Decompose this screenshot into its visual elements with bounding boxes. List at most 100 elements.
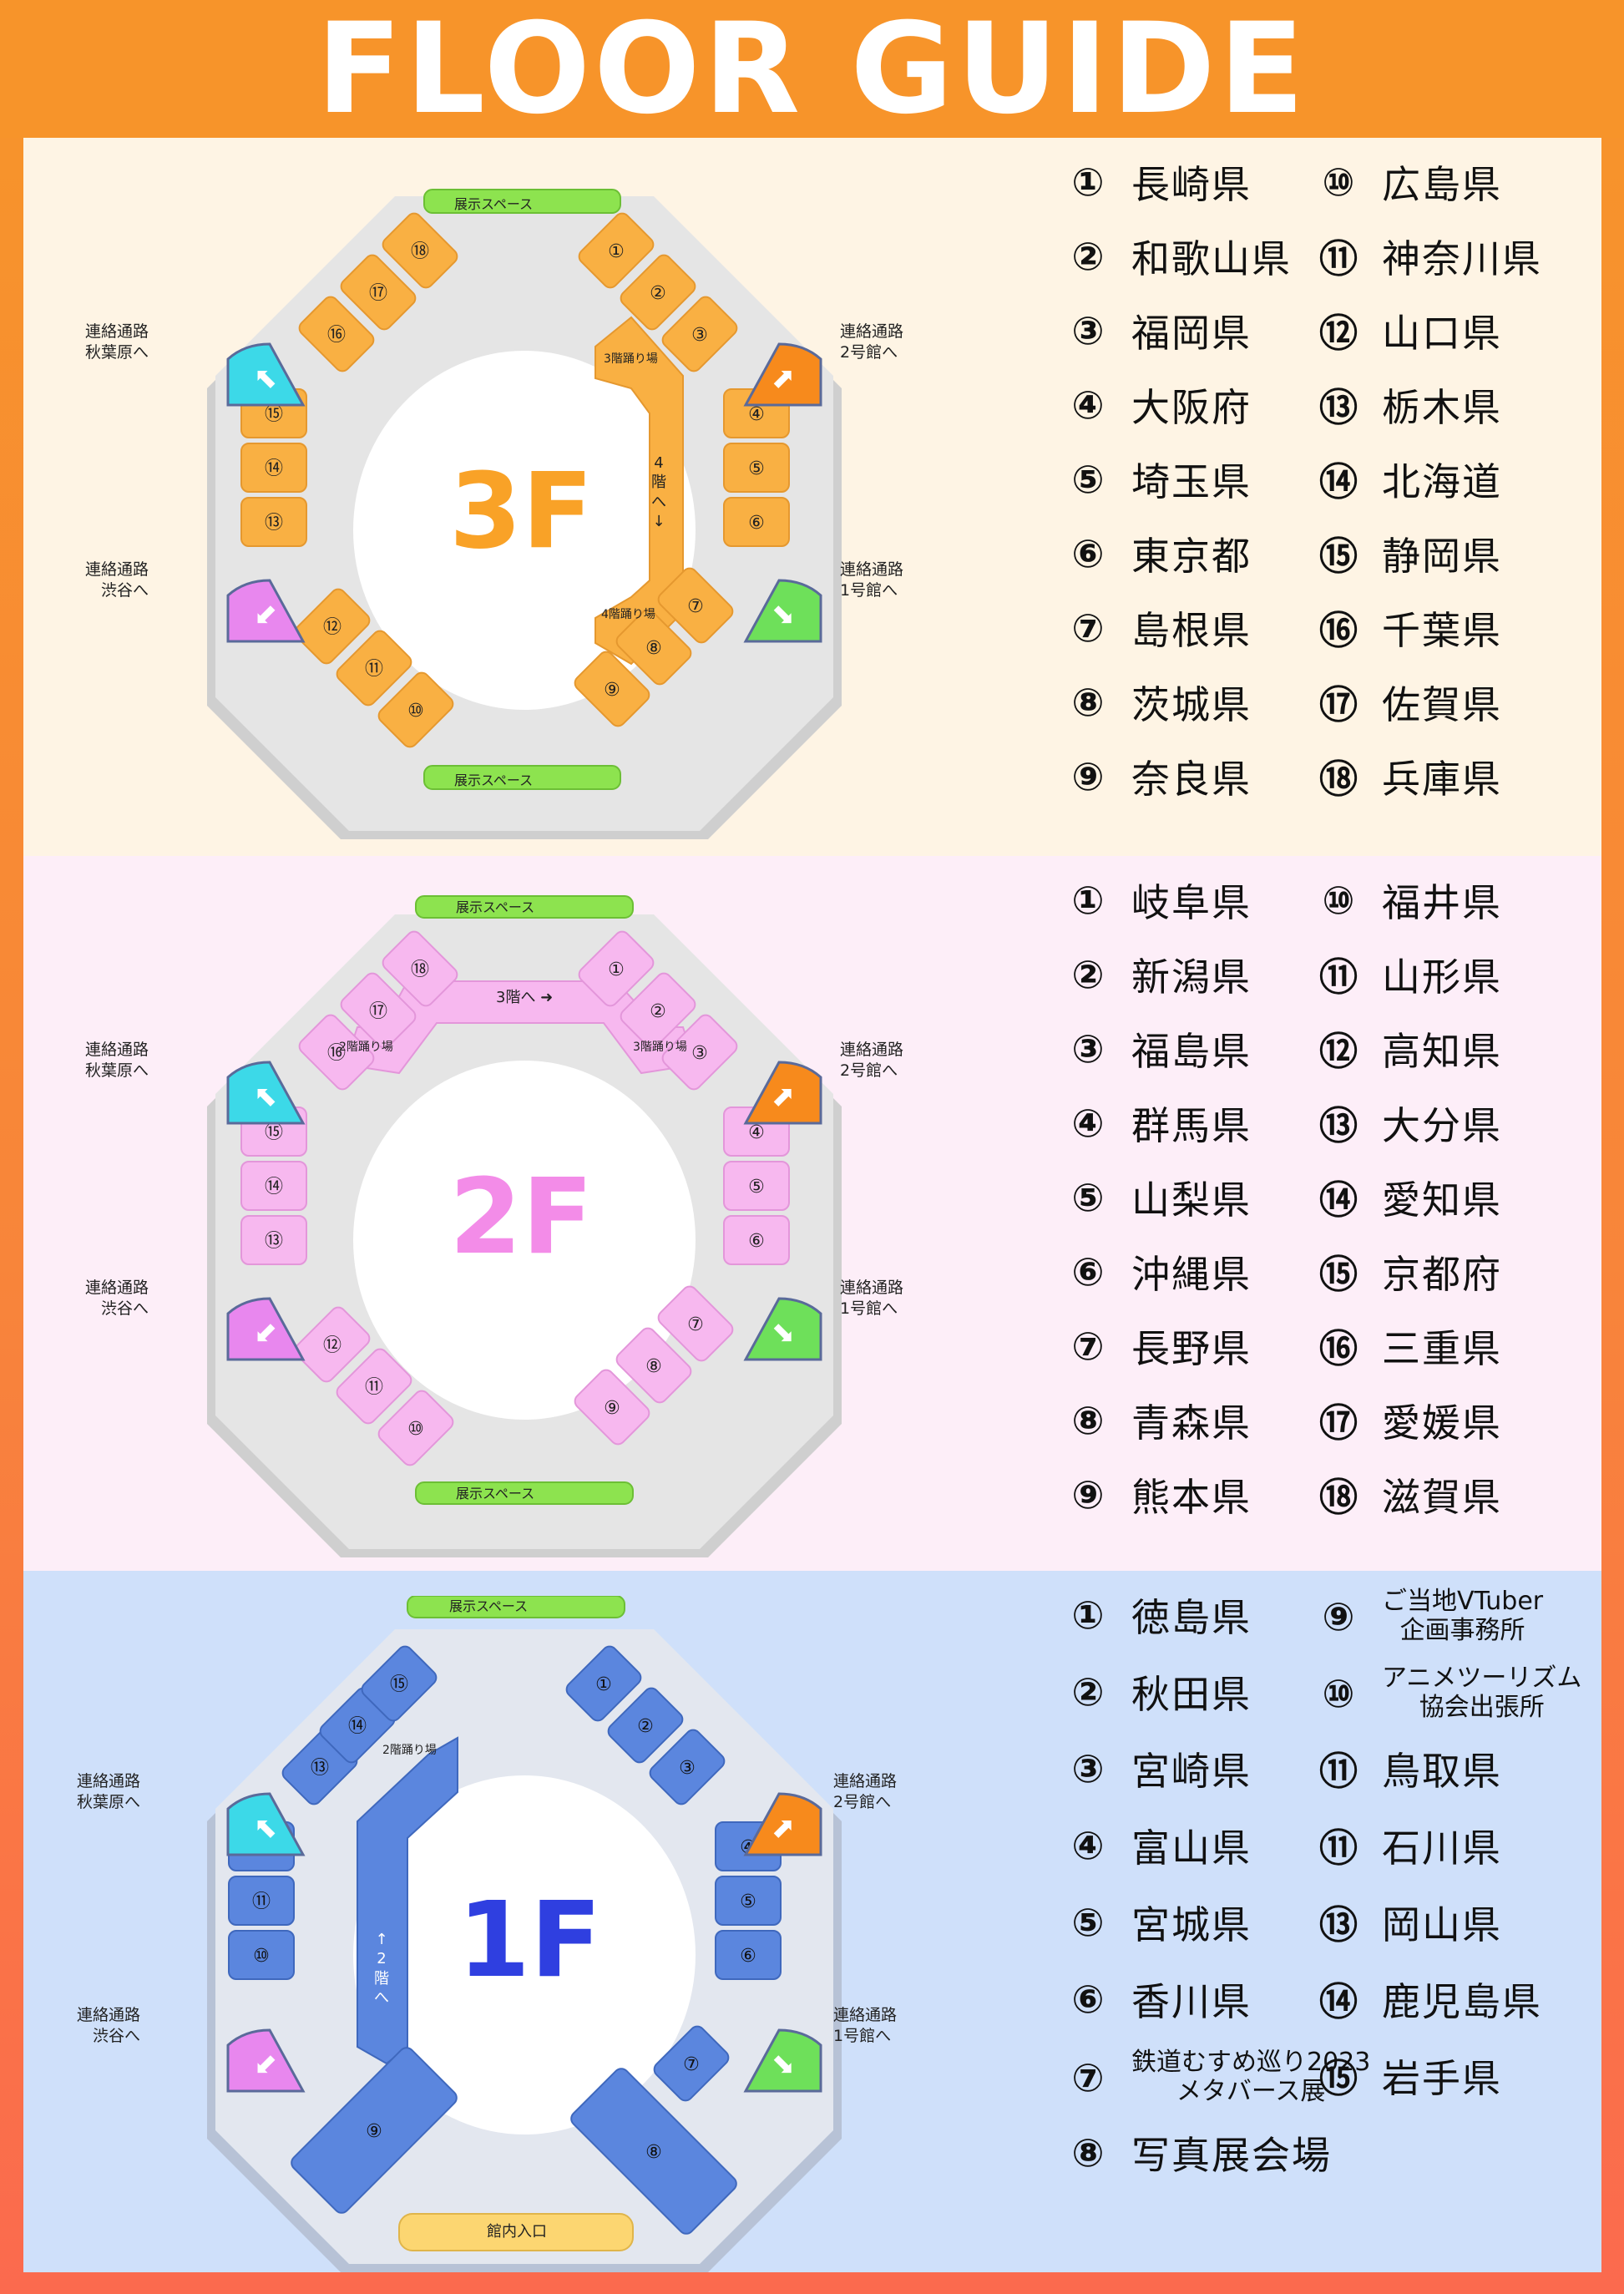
booth-11[interactable]: ⑪ xyxy=(334,1346,414,1426)
booth-7[interactable]: ⑦ xyxy=(655,565,736,646)
exhibit-space-bottom-label: 展示スペース xyxy=(454,772,534,788)
atrium xyxy=(353,1775,696,2134)
booth-8[interactable]: ⑧ xyxy=(568,2065,739,2236)
ramp-top-label: 2階踊り場 xyxy=(382,1744,437,1757)
link-shibuya-button[interactable]: ⬋ xyxy=(226,2028,306,2093)
booth-5[interactable]: ⑤ xyxy=(715,1876,782,1926)
booth-7[interactable]: ⑦ xyxy=(655,1284,736,1364)
link-bldg1-button[interactable]: ⬊ xyxy=(743,579,822,643)
link-akihabara-button[interactable]: ⬉ xyxy=(226,1061,306,1125)
booth-14[interactable]: ⑭ xyxy=(240,443,307,493)
booth-number: ⑤ xyxy=(748,458,765,479)
legend-number: ④ xyxy=(1071,382,1105,428)
link-bldg2-button[interactable]: ⬈ xyxy=(743,1792,822,1856)
booth-5[interactable]: ⑤ xyxy=(723,443,790,493)
booth-3[interactable]: ③ xyxy=(647,1727,727,1807)
legend-number: ⑮ xyxy=(1319,2056,1358,2101)
atrium xyxy=(353,1061,696,1420)
booth-number: ⑫ xyxy=(323,1335,341,1356)
arrow-icon: ⬋ xyxy=(254,598,278,631)
booth-7[interactable]: ⑦ xyxy=(651,2023,731,2104)
legend-name: 宮城県 xyxy=(1131,1902,1252,1947)
link-akihabara-button[interactable]: ⬉ xyxy=(226,1792,306,1856)
booth-9[interactable]: ⑨ xyxy=(572,649,652,729)
booth-number: ⑪ xyxy=(252,1891,271,1912)
booth-number: ① xyxy=(595,1674,612,1695)
booth-12[interactable]: ⑫ xyxy=(292,586,372,666)
booth-10[interactable]: ⑩ xyxy=(228,1930,295,1980)
booth-2[interactable]: ② xyxy=(618,970,698,1051)
booth-18[interactable]: ⑱ xyxy=(380,210,460,291)
booth-17[interactable]: ⑰ xyxy=(338,252,418,332)
booth-17[interactable]: ⑰ xyxy=(338,970,418,1051)
legend-name: 奈良県 xyxy=(1131,757,1252,802)
booth-10[interactable]: ⑩ xyxy=(376,670,456,750)
legend-name: 群馬県 xyxy=(1131,1103,1252,1148)
booth-number: ⑨ xyxy=(604,1398,620,1419)
booth-1[interactable]: ① xyxy=(576,210,656,291)
booth-8[interactable]: ⑧ xyxy=(614,1325,694,1405)
link-shibuya-button[interactable]: ⬋ xyxy=(226,579,306,643)
legend-name: 広島県 xyxy=(1382,162,1502,207)
legend-name: 三重県 xyxy=(1382,1326,1502,1371)
link-shibuya-button[interactable]: ⬋ xyxy=(226,1297,306,1361)
booth-8[interactable]: ⑧ xyxy=(614,607,694,687)
legend-number: ⑭ xyxy=(1319,1979,1358,2024)
booth-number: ⑦ xyxy=(687,1314,704,1335)
booth-13[interactable]: ⑬ xyxy=(240,497,307,547)
booth-10[interactable]: ⑩ xyxy=(376,1388,456,1468)
booth-13[interactable]: ⑬ xyxy=(240,1215,307,1265)
link-akihabara-button[interactable]: ⬉ xyxy=(226,342,306,407)
booth-3[interactable]: ③ xyxy=(660,294,740,374)
legend-number: ⑰ xyxy=(1319,1400,1358,1446)
booth-number: ⑬ xyxy=(265,1231,283,1252)
booth-12[interactable]: ⑫ xyxy=(292,1304,372,1385)
link-bldg1-button[interactable]: ⬊ xyxy=(743,2028,822,2093)
booth-number: ⑯ xyxy=(327,325,346,346)
booth-18[interactable]: ⑱ xyxy=(380,929,460,1009)
legend-number: ⑤ xyxy=(1071,457,1105,502)
stairway-ramp xyxy=(594,316,684,666)
legend-name: 岐阜県 xyxy=(1131,880,1252,925)
link-bldg1-button[interactable]: ⬊ xyxy=(743,1297,822,1361)
entrance[interactable] xyxy=(398,2213,634,2251)
booth-11[interactable]: ⑪ xyxy=(228,1876,295,1926)
booth-16[interactable]: ⑯ xyxy=(296,1012,377,1092)
booth-16[interactable]: ⑯ xyxy=(296,294,377,374)
booth-1[interactable]: ① xyxy=(576,929,656,1009)
booth-14[interactable]: ⑭ xyxy=(240,1161,307,1211)
booth-9[interactable]: ⑨ xyxy=(288,2044,459,2216)
booth-9[interactable]: ⑨ xyxy=(572,1367,652,1447)
link-bldg2-button[interactable]: ⬈ xyxy=(743,1061,822,1125)
booth-5[interactable]: ⑤ xyxy=(723,1161,790,1211)
legend-number: ⑫ xyxy=(1319,311,1358,356)
booth-2[interactable]: ② xyxy=(605,1685,686,1765)
legend-number: ⑬ xyxy=(1319,1902,1358,1947)
booth-15[interactable]: ⑮ xyxy=(359,1643,439,1724)
link-bldg2-button[interactable]: ⬈ xyxy=(743,342,822,407)
booth-1[interactable]: ① xyxy=(564,1643,644,1724)
booth-6[interactable]: ⑥ xyxy=(723,497,790,547)
booth-6[interactable]: ⑥ xyxy=(715,1930,782,1980)
ramp-bottom-label: 4階踊り場 xyxy=(601,608,655,621)
booth-number: ⑩ xyxy=(407,1419,424,1440)
legend-number: ② xyxy=(1071,952,1105,997)
booth-6[interactable]: ⑥ xyxy=(723,1215,790,1265)
booth-number: ② xyxy=(637,1716,654,1737)
booth-11[interactable]: ⑪ xyxy=(334,628,414,708)
booth-3[interactable]: ③ xyxy=(660,1012,740,1092)
booth-2[interactable]: ② xyxy=(618,252,698,332)
